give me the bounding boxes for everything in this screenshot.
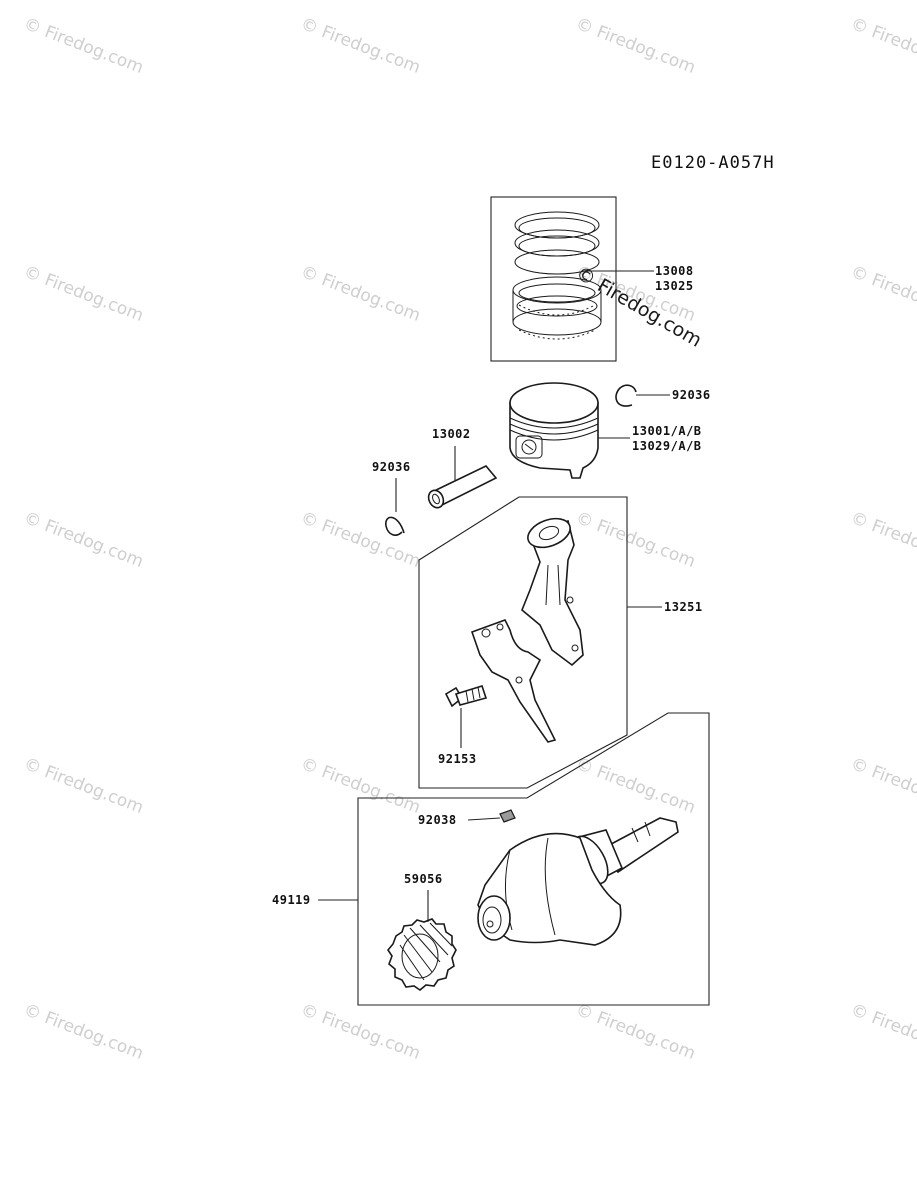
callout-59056: 59056 bbox=[404, 872, 443, 886]
piston-ring-top bbox=[514, 211, 600, 275]
rod-bolt bbox=[444, 685, 488, 708]
callout-49119: 49119 bbox=[272, 893, 311, 907]
piston-rings-frame bbox=[490, 196, 617, 362]
callout-13029-a-b: 13029/A/B bbox=[632, 439, 702, 453]
callout-92153: 92153 bbox=[438, 752, 477, 766]
key bbox=[499, 809, 516, 823]
rod-cap bbox=[470, 619, 557, 743]
piston bbox=[509, 382, 599, 479]
crankshaft-gear bbox=[387, 918, 457, 991]
callout-13002: 13002 bbox=[432, 427, 471, 441]
snap-ring-left bbox=[385, 516, 405, 536]
callout-13008: 13008 bbox=[655, 264, 694, 278]
crankshaft-frame bbox=[357, 712, 710, 1006]
crankshaft bbox=[477, 817, 679, 946]
connecting-rod-frame bbox=[418, 496, 628, 789]
diagram-reference-code: E0120-A057H bbox=[651, 153, 775, 173]
callout-92038: 92038 bbox=[418, 813, 457, 827]
piston-pin bbox=[427, 465, 498, 509]
connecting-rod bbox=[521, 517, 584, 667]
callout-92036-right: 92036 bbox=[672, 388, 711, 402]
callout-13251: 13251 bbox=[664, 600, 703, 614]
leader-92038 bbox=[467, 817, 501, 821]
callout-13001-a-b: 13001/A/B bbox=[632, 424, 702, 438]
callout-92036-left: 92036 bbox=[372, 460, 411, 474]
snap-ring-right bbox=[615, 384, 637, 407]
oil-ring bbox=[512, 276, 602, 340]
callout-13025: 13025 bbox=[655, 279, 694, 293]
